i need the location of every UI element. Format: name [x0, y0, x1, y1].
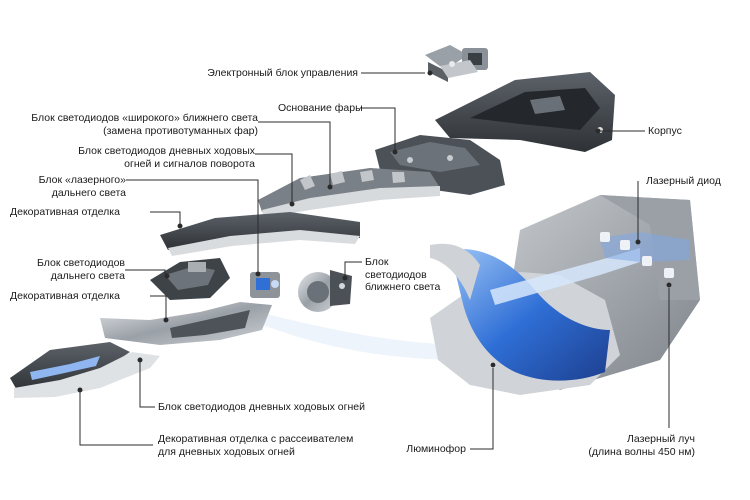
- label-wide-low-beam-line2: (замена противотуманных фар): [103, 124, 258, 137]
- label-wide-low-beam-line1: Блок светодиодов «широкого» ближнего све…: [31, 112, 258, 124]
- leader-drl-led-dot: [137, 357, 143, 363]
- label-laser-high-beam: Блок «лазерного» дальнего света: [39, 174, 126, 199]
- label-ecu-text: Электронный блок управления: [207, 67, 358, 79]
- leader-trim-diffuser-dot: [77, 387, 83, 393]
- laser-high-beam-unit: [250, 272, 280, 298]
- label-trim-diffuser-line1: Декоративная отделка с рассеивателем: [158, 433, 354, 445]
- label-headlight-base: Основание фары: [278, 102, 363, 115]
- label-wide-low-beam: Блок светодиодов «широкого» ближнего све…: [31, 112, 258, 137]
- label-drl-turn-line2: огней и сигналов поворота: [124, 157, 255, 170]
- leader-phosphor-dot: [490, 362, 496, 368]
- leader-phosphor: [470, 368, 494, 450]
- leader-trim-2-dot: [163, 317, 169, 323]
- label-housing: Корпус: [648, 125, 682, 138]
- leader-drl-turn-dot: [289, 201, 295, 207]
- label-housing-text: Корпус: [648, 125, 682, 137]
- drl-turn-led-strip: [258, 168, 440, 218]
- high-beam-led-block: [150, 258, 230, 300]
- label-ecu: Электронный блок управления: [207, 67, 358, 80]
- leader-laser-beam-dot: [666, 282, 672, 288]
- decorative-trim-upper: [160, 212, 360, 256]
- label-phosphor: Люминофор: [406, 443, 466, 456]
- light-beam-glow: [250, 310, 470, 360]
- laser-module-cutaway: [430, 195, 700, 395]
- leader-housing-dot: [595, 128, 601, 134]
- label-low-beam-led-line2: светодиодов: [365, 268, 427, 281]
- label-laser-beam-line1: Лазерный луч: [627, 433, 695, 445]
- label-laser-high-beam-line2: дальнего света: [51, 186, 126, 199]
- label-low-beam-led: Блок светодиодов ближнего света: [365, 256, 440, 294]
- label-laser-diode: Лазерный диод: [646, 175, 721, 188]
- label-decorative-trim-2-text: Декоративная отделка: [10, 290, 120, 302]
- leader-wide-led: [258, 121, 331, 185]
- label-high-beam-led-line1: Блок светодиодов: [36, 257, 125, 269]
- leader-trim-2: [150, 295, 167, 318]
- label-drl-led: Блок светодиодов дневных ходовых огней: [158, 401, 365, 414]
- label-laser-high-beam-line1: Блок «лазерного»: [38, 174, 126, 186]
- leader-laser-diode-dot: [635, 239, 641, 245]
- label-high-beam-led-line2: дальнего света: [50, 269, 125, 282]
- decorative-trim-diffuser: [10, 342, 160, 398]
- leader-lines: [77, 70, 672, 450]
- label-decorative-trim-1: Декоративная отделка: [10, 206, 120, 219]
- leader-hb-led: [125, 269, 166, 274]
- leader-lb-led: [344, 261, 362, 276]
- label-drl-turn-line1: Блок светодиодов дневных ходовых: [78, 145, 255, 157]
- leader-trim-1: [150, 211, 181, 224]
- housing-part: [435, 72, 615, 152]
- label-headlight-base-text: Основание фары: [278, 102, 363, 114]
- label-phosphor-text: Люминофор: [406, 443, 466, 455]
- leader-ecu-dot: [427, 70, 433, 76]
- label-low-beam-led-line3: ближнего света: [365, 281, 441, 293]
- label-low-beam-led-line1: Блок: [365, 256, 389, 268]
- label-laser-diode-text: Лазерный диод: [646, 175, 721, 187]
- label-high-beam-led: Блок светодиодов дальнего света: [37, 257, 125, 282]
- leader-wide-led-dot: [327, 184, 333, 190]
- label-decorative-trim-1-text: Декоративная отделка: [10, 206, 120, 218]
- leader-trim-diffuser: [79, 392, 153, 446]
- label-trim-diffuser-line2: для дневных ходовых огней: [158, 445, 295, 458]
- leader-base: [360, 107, 396, 150]
- leader-lb-led-dot: [342, 275, 348, 281]
- label-decorative-trim-2: Декоративная отделка: [10, 290, 120, 303]
- leader-drl-led: [139, 362, 155, 408]
- leader-laser-hb-dot: [255, 271, 261, 277]
- decorative-trim-middle: [100, 302, 272, 345]
- ecu-part: [425, 45, 488, 82]
- leader-laser-hb: [126, 179, 259, 272]
- label-trim-diffuser: Декоративная отделка с рассеивателем для…: [158, 433, 353, 458]
- leader-hb-led-dot: [164, 273, 170, 279]
- label-laser-beam: Лазерный луч (длина волны 450 нм): [588, 433, 695, 458]
- leader-trim-1-dot: [177, 223, 183, 229]
- leader-drl-turn: [255, 153, 293, 202]
- leader-base-dot: [392, 149, 398, 155]
- label-laser-beam-line2: (длина волны 450 нм): [588, 445, 695, 458]
- label-drl-led-text: Блок светодиодов дневных ходовых огней: [158, 401, 365, 413]
- label-drl-turn: Блок светодиодов дневных ходовых огней и…: [78, 145, 255, 170]
